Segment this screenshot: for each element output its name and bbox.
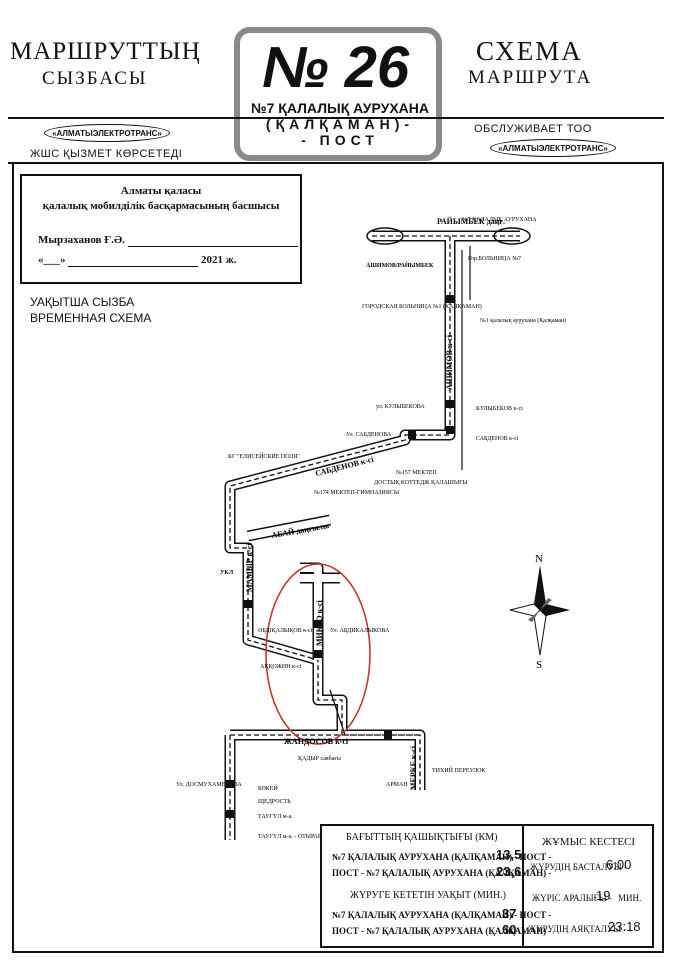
stop-hosp7-top: №7 ҚАЛАЛЫҚ АУРУХАНА [462, 217, 537, 223]
detour-highlight [265, 563, 371, 745]
stop-school174: №174 МЕКТЕП-ГИМНАЗИЯСЫ [314, 490, 400, 496]
approval-date-prefix: «___» [38, 254, 66, 266]
compass-rose [509, 565, 570, 656]
schedule-end-value: 23:18 [608, 919, 641, 934]
distance-title: БАҒЫТТЫҢ ҚАШЫҚТЫҒЫ (КМ) [346, 832, 498, 843]
time-row1-value: 37 [502, 906, 517, 921]
time-title: ЖҮРУГЕ КЕТЕТІН УАҚЫТ (МИН.) [350, 890, 507, 901]
operator-oval-right: «АЛМАТЫЭЛЕКТРОТРАНС» [490, 139, 616, 157]
street-mamyr: МАМЫР к-сі [245, 543, 254, 592]
temporary-line2: ВРЕМЕННАЯ СХЕМА [30, 311, 152, 325]
distance-row2-value: 23,6 [496, 864, 522, 879]
street-ashimov: АШИМОВ к-сі [445, 334, 454, 390]
signature-line [127, 234, 298, 247]
stop-tikhiy: ТИХИЙ ПЕРЕУЛОК [432, 766, 486, 774]
stop-markers [226, 295, 454, 818]
schedule-interval-label: ЖҮРІС АРАЛЫҒЫ - [532, 893, 612, 903]
time-row2-label: ПОСТ - №7 ҚАЛАЛЫҚ АУРУХАНА (ҚАЛҚАМАН) - [332, 926, 552, 936]
approval-line1: Алматы қаласы [120, 185, 202, 197]
schedule-interval-unit: МИН. [618, 893, 642, 903]
compass-south: S [536, 659, 542, 671]
distance-row2-label: ПОСТ - №7 ҚАЛАЛЫҚ АУРУХАНА (ҚАЛҚАМАН) - [332, 868, 552, 878]
stop-elysee: КГ "ЕЛИСЕЙСКИЕ ПОЛЯ" [228, 452, 300, 460]
header-subtitle-left: СЫЗБАСЫ [42, 68, 148, 89]
approval-date-row: «___» 2021 ж. [38, 254, 236, 267]
header-title-left: МАРШРУТТЫҢ [10, 38, 201, 65]
stop-abdikalykov-left: ӘБДІҚАЛЫҚОВ к-сі [258, 628, 313, 634]
stop-arman: АРМАН [386, 782, 408, 788]
stop-sabdenova-left: Ул. САБДЕНОВА [346, 432, 392, 438]
street-zhandosov: ЖАНДОСОВ к-сі [284, 737, 349, 746]
schedule-title: ЖҰМЫС КЕСТЕСІ [542, 836, 636, 848]
stop-dosmuhamedov: Ул. ДОСМУХАМЕДОВА [176, 782, 242, 788]
route-dest-line1: №7 ҚАЛАЛЫҚ АУРУХАНА [251, 100, 429, 116]
route-number: № 26 [262, 35, 410, 100]
schedule-start-value: 6:00 [606, 857, 632, 872]
route-road [224, 230, 520, 840]
terminal-loop-top [366, 227, 531, 245]
street-merke: МЕРКЕ к-сі [409, 745, 418, 790]
stop-hosp7-right: Гор.БОЛЬНИЦА №7 [468, 256, 521, 262]
approval-date-suffix: 2021 ж. [201, 254, 237, 266]
schedule-interval-value: 19 [596, 888, 611, 903]
stop-school157: №157 МЕКТЕП [396, 470, 438, 476]
stop-ukl: УКЛ [220, 570, 234, 576]
stop-kulybekova-left: ул. КУЛЫБЕКОВА [376, 404, 425, 410]
stop-akkozha: АҚҚОЖИН к-сі [260, 664, 302, 670]
stop-bokor: БӨКЕЙ [258, 784, 278, 792]
route-number-box [234, 27, 442, 161]
header-divider-bottom [8, 162, 664, 164]
route-dest-line3: - ПОСТ [301, 132, 379, 148]
time-row1-label: №7 ҚАЛАЛЫҚ АУРУХАНА (ҚАЛҚАМАН) - ПОСТ - [332, 910, 552, 920]
temporary-line1: УАҚЫТША СЫЗБА [30, 295, 135, 309]
compass-north: N [535, 553, 543, 565]
approval-name-row: Мырзаханов Ғ.Ә. [38, 234, 298, 247]
temporary-scheme-label: УАҚЫТША СЫЗБА ВРЕМЕННАЯ СХЕМА [30, 294, 151, 326]
header-divider-top [8, 117, 664, 119]
distance-row1-value: 13,5 [496, 847, 522, 862]
operator-right-text: ОБСЛУЖИВАЕТ ТОО [474, 123, 592, 135]
distance-row1-label: №7 ҚАЛАЛЫҚ АУРУХАНА (ҚАЛҚАМАН) - ПОСТ - [332, 852, 552, 862]
schedule-start-label: ЖҮРУДІҢ БАСТАЛУЫ - [530, 862, 627, 872]
stop-shcedros: ЩЕДРОСТЬ [258, 799, 291, 805]
date-line [68, 254, 199, 267]
stop-gor-bol: ГОРОДСКАЯ БОЛЬНИЦА №1 (КАЛКАМАН) [362, 303, 482, 310]
stop-ashimov-raiymbek: АШИМОВ/РАЙЫМБЕК [366, 261, 434, 269]
approval-name: Мырзаханов Ғ.Ә. [38, 234, 125, 246]
stop-kadyr: ҚАДЫР саябағы [298, 755, 341, 762]
header-title-right: СХЕМА [476, 36, 583, 66]
approval-box [20, 174, 302, 284]
stop-taugul: ТАУГҮЛ м-а. [258, 814, 293, 820]
map-frame [12, 163, 664, 953]
approval-title: Алматы қаласы қалалық мобилділік басқарм… [22, 184, 300, 214]
approval-line2: қалалық мобилділік басқармасының басшысы [42, 200, 280, 212]
stop-sabdenov-right: САБДЕНОВ к-сі [476, 436, 519, 442]
stop-dostyk: ДОСТЫҚ КОТТЕДЖ ҚАЛАШЫҒЫ [374, 480, 469, 486]
operator-left-text: ЖШС ҚЫЗМЕТ КӨРСЕТЕДІ [30, 148, 183, 160]
street-raiymbek: РАЙЫМБЕК даңғ. [437, 217, 505, 226]
header-subtitle-right: МАРШРУТА [468, 67, 593, 88]
stop-otyrar: ТАУГҮЛ м-а. - ОТЫРАР [258, 834, 322, 840]
info-table-divider [522, 824, 524, 948]
route-dest-line2: (ҚАЛҚАМАН)- [265, 116, 415, 132]
stop-kulybekov-right: КУЛЫБЕКОВ к-сі [476, 406, 523, 412]
info-table [320, 824, 654, 948]
operator-oval-left: «АЛМАТЫЭЛЕКТРОТРАНС» [44, 124, 170, 142]
time-row2-value: 60 [502, 922, 517, 937]
schedule-end-label: ЖҮРУДІҢ АЯҚТАЛУЫ - [528, 924, 627, 934]
stop-hosp1-right: №1 қалалық аурухана (Қалқаман) [480, 317, 566, 324]
stop-abdikalykova-right: Ул. АБДИКАЛЫКОВА [330, 628, 390, 634]
route-destination: №7 ҚАЛАЛЫҚ АУРУХАНА (ҚАЛҚАМАН)- - ПОСТ [244, 100, 436, 148]
